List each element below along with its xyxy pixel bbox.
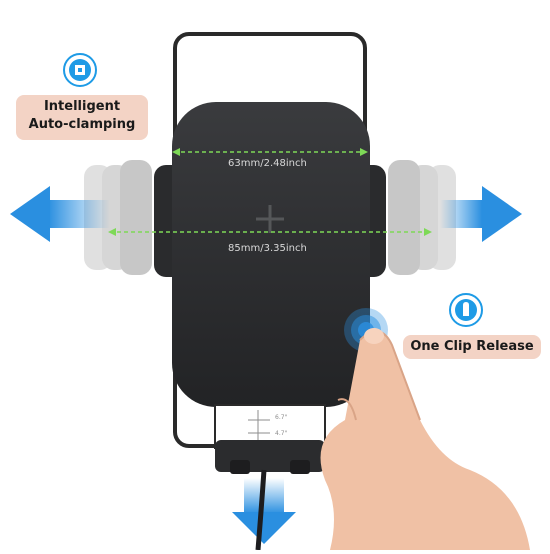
scale-top-label: 6.7" <box>275 414 288 421</box>
intelligent-label-line2: Auto-clamping <box>28 117 136 132</box>
touch-icon <box>449 293 483 327</box>
expand-arrow-left <box>10 186 110 242</box>
width-small-label: 63mm/2.48inch <box>228 158 307 169</box>
ghost-arms-left <box>84 160 152 275</box>
hand-illustration <box>320 328 530 550</box>
chip-icon <box>63 53 97 87</box>
intelligent-label-line1: Intelligent <box>43 99 121 114</box>
plus-icon <box>256 205 284 233</box>
measure-line-85mm <box>108 228 432 236</box>
charging-pad <box>172 102 370 407</box>
one-clip-release-label: One Clip Release <box>403 335 541 359</box>
charging-cable <box>255 469 267 551</box>
width-large-label: 85mm/3.35inch <box>228 243 307 254</box>
measure-line-63mm <box>172 148 368 156</box>
scale-bottom-label: 4.7" <box>275 430 288 437</box>
expand-arrow-right <box>440 186 522 242</box>
intelligent-auto-clamping-label: Intelligent Auto-clamping <box>16 95 148 140</box>
